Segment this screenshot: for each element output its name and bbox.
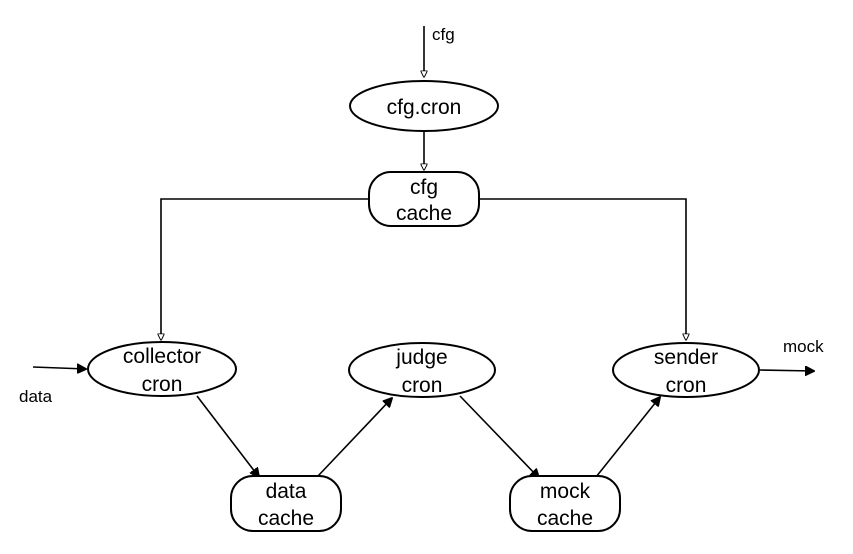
edges xyxy=(32,26,814,478)
data-input-label: data xyxy=(19,387,53,406)
data-cache-label-2: cache xyxy=(258,507,314,530)
judge-cron-label-1: judge xyxy=(395,346,447,369)
edge-mockcache-sender xyxy=(595,397,660,478)
edge-datacache-judge xyxy=(317,398,392,477)
cfg-cache-label-2: cache xyxy=(396,202,452,225)
sender-cron-label-1: sender xyxy=(654,346,718,369)
mock-output-label: mock xyxy=(783,337,824,356)
node-cfg-cron: cfg.cron xyxy=(349,80,499,132)
collector-cron-label-2: cron xyxy=(142,373,183,396)
node-collector-cron: collector cron xyxy=(87,341,237,397)
edge-cfgcache-sender xyxy=(479,198,686,340)
edge-mock-output xyxy=(759,370,814,371)
data-cache-label-1: data xyxy=(266,480,307,503)
edge-cfgcache-collector xyxy=(161,198,369,340)
node-sender-cron: sender cron xyxy=(612,342,760,398)
judge-cron-label-2: cron xyxy=(402,374,443,397)
sender-cron-label-2: cron xyxy=(666,374,707,397)
cfg-cron-label: cfg.cron xyxy=(387,96,462,119)
node-mock-cache: mock cache xyxy=(509,475,621,532)
cfg-input-label: cfg xyxy=(432,25,455,44)
node-data-cache: data cache xyxy=(230,475,342,532)
node-judge-cron: judge cron xyxy=(348,342,496,398)
mock-cache-label-1: mock xyxy=(540,480,591,503)
mock-cache-label-2: cache xyxy=(537,507,593,530)
edge-collector-datacache xyxy=(196,395,259,477)
collector-cron-label-1: collector xyxy=(123,345,201,368)
edge-data-input xyxy=(32,367,86,369)
edge-judge-mockcache xyxy=(459,395,539,478)
node-cfg-cache: cfg cache xyxy=(368,171,480,227)
cfg-cache-label-1: cfg xyxy=(410,176,438,199)
